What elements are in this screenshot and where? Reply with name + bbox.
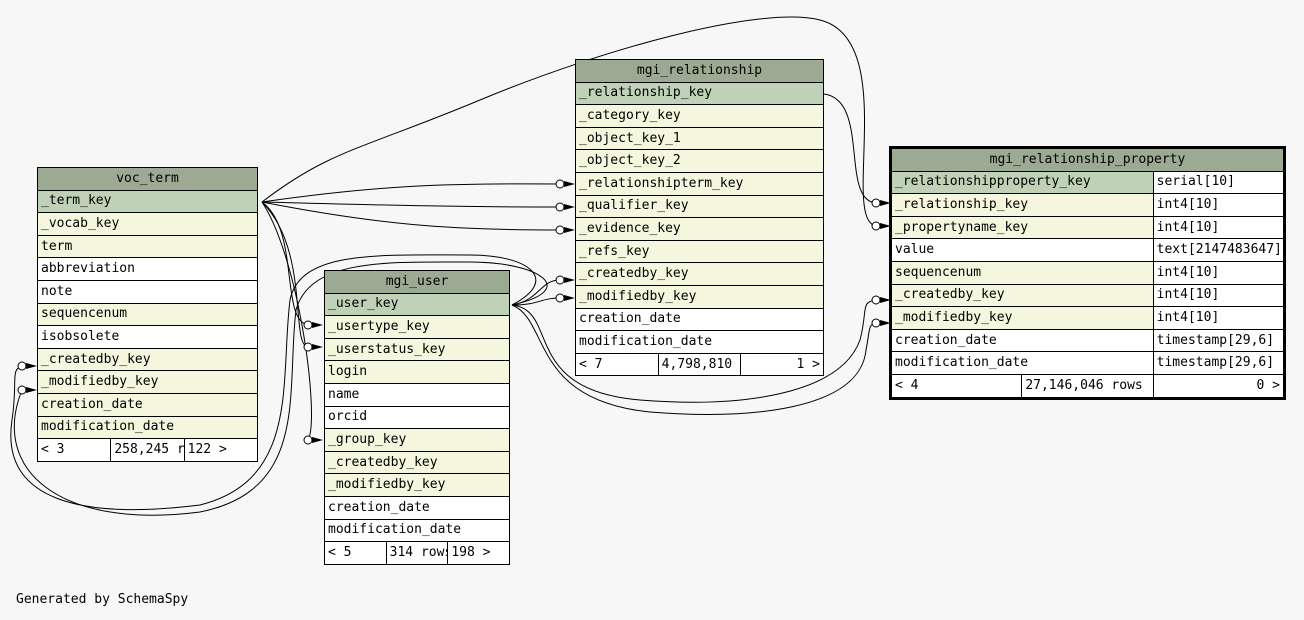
column-name[interactable]: _relationshipproperty_key	[890, 170, 1154, 195]
parents-link[interactable]: < 5	[324, 541, 387, 565]
column-row[interactable]: creation_date	[575, 307, 824, 332]
column-name[interactable]: value	[890, 238, 1154, 262]
column-row[interactable]: creation_date	[324, 495, 510, 520]
parents-link[interactable]: < 7	[575, 352, 659, 377]
column-name[interactable]: _modifiedby_key	[890, 306, 1154, 330]
table-title[interactable]: mgi_relationship_property	[890, 147, 1285, 172]
column-row[interactable]: isobsolete	[37, 325, 258, 349]
column-row[interactable]: modification_date	[324, 518, 510, 543]
column-row[interactable]: _term_key	[37, 189, 258, 214]
column-row[interactable]: _modifiedby_key	[575, 284, 824, 309]
column-row[interactable]: _qualifier_key	[575, 194, 824, 219]
column-name[interactable]: _createdby_key	[890, 283, 1154, 308]
generator-credit: Generated by SchemaSpy	[16, 592, 189, 607]
column-row[interactable]: _userstatus_key	[324, 337, 510, 362]
parents-link[interactable]: < 4	[889, 373, 1023, 399]
children-link[interactable]: 122 >	[183, 438, 259, 462]
column-row[interactable]: orcid	[324, 405, 510, 430]
column-row[interactable]: _group_key	[324, 428, 510, 452]
column-type: serial[10]	[1152, 170, 1286, 195]
column-row[interactable]: creation_date	[37, 392, 258, 417]
column-row[interactable]: _category_key	[575, 104, 824, 128]
table-mgi-relationship-property[interactable]: mgi_relationship_property _relationshipp…	[889, 146, 1286, 400]
table-title[interactable]: mgi_relationship	[575, 59, 824, 83]
column-name[interactable]: _propertyname_key	[890, 215, 1154, 240]
table-title[interactable]: voc_term	[37, 167, 258, 191]
column-row[interactable]: term	[37, 234, 258, 259]
column-row[interactable]: _createdby_key	[37, 347, 258, 372]
column-row[interactable]: _vocab_key	[37, 212, 258, 236]
column-row[interactable]: login	[324, 360, 510, 384]
column-name[interactable]: _relationship_key	[890, 193, 1154, 217]
column-type: timestamp[29,6]	[1152, 328, 1286, 353]
column-row[interactable]: _createdby_key	[575, 262, 824, 286]
parents-link[interactable]: < 3	[36, 438, 112, 462]
column-row[interactable]: _refs_key	[575, 239, 824, 264]
column-row[interactable]: _user_key	[324, 292, 510, 317]
edge-user-to-rel-modifiedby	[511, 297, 561, 306]
row-count: 314 rows	[385, 541, 449, 565]
column-row[interactable]: modification_date	[575, 330, 824, 354]
column-row[interactable]: _modifiedby_key	[37, 370, 258, 394]
column-row[interactable]: _modifiedby_key	[324, 473, 510, 497]
row-count: 258,245 rows	[110, 438, 185, 462]
column-type: int4[10]	[1152, 193, 1286, 217]
children-link[interactable]: 198 >	[447, 541, 510, 565]
edge-term-to-group	[261, 201, 312, 441]
column-type: text[2147483647]	[1152, 238, 1286, 262]
column-row[interactable]: _evidence_key	[575, 217, 824, 241]
column-row[interactable]: _relationshipterm_key	[575, 171, 824, 196]
column-row[interactable]: sequencenum	[37, 302, 258, 327]
children-link[interactable]: 0 >	[1152, 373, 1286, 399]
row-count: 4,798,810 rows	[657, 352, 742, 377]
column-name[interactable]: modification_date	[890, 351, 1154, 375]
column-type: int4[10]	[1152, 306, 1286, 330]
column-type: int4[10]	[1152, 283, 1286, 308]
children-link[interactable]: 1 >	[740, 352, 824, 377]
edge-relationship-to-property	[823, 93, 877, 204]
column-row[interactable]: _object_key_1	[575, 126, 824, 151]
column-type: int4[10]	[1152, 260, 1286, 285]
table-title[interactable]: mgi_user	[324, 270, 510, 294]
column-row[interactable]: modification_date	[37, 415, 258, 440]
column-name[interactable]: sequencenum	[890, 260, 1154, 285]
edge-term-to-usertype	[261, 201, 309, 326]
column-row[interactable]: _relationship_key	[575, 81, 824, 106]
column-type: timestamp[29,6]	[1152, 351, 1286, 375]
edge-term-to-evidence	[261, 201, 561, 231]
column-name[interactable]: creation_date	[890, 328, 1154, 353]
edge-user-to-rel-createdby	[511, 279, 561, 306]
column-row[interactable]: abbreviation	[37, 257, 258, 281]
column-row[interactable]: _object_key_2	[575, 149, 824, 173]
table-mgi-user[interactable]: mgi_user _user_key _usertype_key _userst…	[324, 270, 510, 565]
row-count: 27,146,046 rows	[1021, 373, 1154, 399]
edge-term-to-userstatus	[261, 201, 309, 348]
column-row[interactable]: note	[37, 279, 258, 304]
table-mgi-relationship[interactable]: mgi_relationship _relationship_key _cate…	[575, 59, 824, 377]
table-voc-term[interactable]: voc_term _term_key _vocab_key term abbre…	[36, 167, 259, 462]
column-row[interactable]: name	[324, 382, 510, 407]
column-type: int4[10]	[1152, 215, 1286, 240]
column-row[interactable]: _usertype_key	[324, 315, 510, 339]
edge-term-to-qualifier	[261, 201, 561, 208]
edge-term-to-relationshipterm	[261, 183, 561, 203]
column-row[interactable]: _createdby_key	[324, 450, 510, 475]
